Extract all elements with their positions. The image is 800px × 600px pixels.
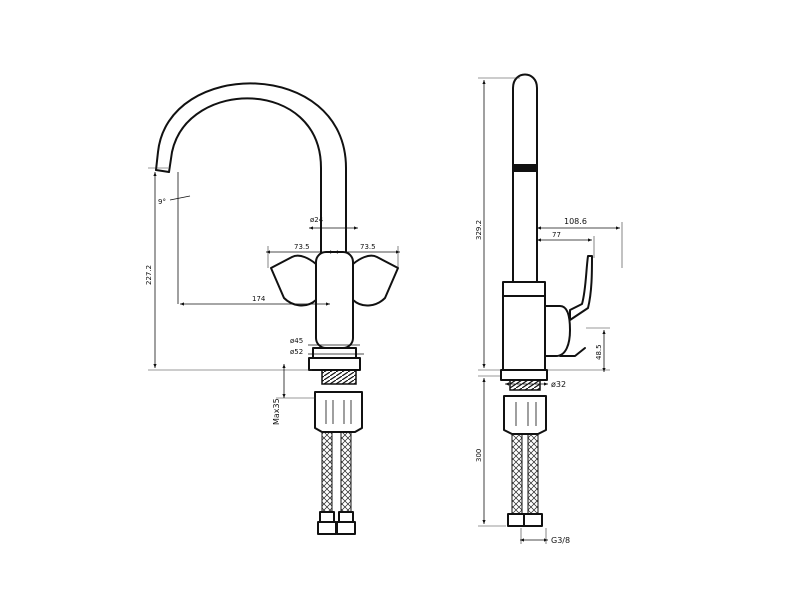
base-flange: [308, 357, 361, 371]
dim-diameter-45: ø45: [290, 337, 303, 345]
dim-height-227: 227.2: [145, 265, 153, 285]
spout-gooseneck: [155, 82, 347, 257]
handle-left: [270, 254, 317, 307]
dim-height-48: 48.5: [595, 344, 603, 360]
hose-side-right: [527, 433, 539, 515]
dim-angle-9: 9°: [158, 198, 166, 206]
dim-diameter-24: ø24: [310, 216, 324, 224]
dim-width-73-left: 73.5: [294, 243, 310, 251]
nut-side: [503, 395, 547, 435]
supply-hose-right: [340, 431, 352, 513]
supply-hose-left: [321, 431, 333, 513]
dim-thread-g38: G3/8: [551, 536, 570, 545]
dim-max-35: Max35: [272, 398, 281, 425]
handle-right: [352, 254, 399, 307]
spout-side: [512, 73, 538, 283]
lever-side: [569, 255, 593, 321]
spout-aerator: [155, 169, 170, 173]
side-view: 329.2 108.6 77 48.5 ø32 300 G3/8: [475, 73, 623, 545]
dim-width-108: 108.6: [564, 217, 587, 226]
dim-width-77: 77: [552, 231, 561, 239]
dim-height-300: 300: [475, 449, 483, 462]
hose-side-left: [511, 433, 523, 515]
thread-side: [509, 379, 541, 391]
dim-diameter-52: ø52: [290, 348, 303, 356]
threaded-shank: [321, 369, 357, 385]
dim-height-329: 329.2: [475, 220, 483, 240]
aerator-side: [513, 164, 537, 172]
cartridge-side: [544, 305, 571, 357]
faucet-body: [315, 251, 354, 349]
base-side: [500, 369, 548, 381]
dim-width-73-right: 73.5: [360, 243, 376, 251]
dim-reach-174: 174: [252, 295, 266, 303]
front-view: ø24 73.5 73.5 174 9° ø45 ø52 227.2 Max35: [145, 82, 400, 535]
base-ring: [312, 347, 357, 359]
mounting-nut: [314, 391, 363, 433]
dim-diameter-32: ø32: [551, 380, 566, 389]
